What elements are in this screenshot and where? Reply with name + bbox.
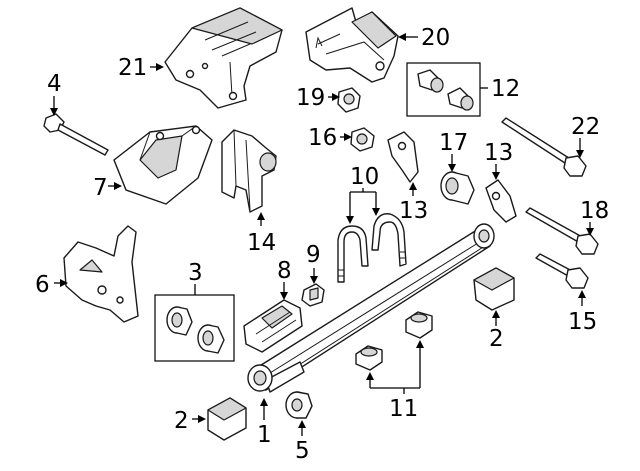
callout-3: 3 [188, 260, 203, 286]
callout-labels: 21 20 4 12 19 16 22 7 17 13 13 10 14 18 … [35, 25, 609, 464]
part-11-spacers [355, 311, 433, 371]
callout-19: 19 [296, 85, 325, 111]
callout-11: 11 [389, 396, 418, 422]
callout-17: 17 [439, 130, 468, 156]
callout-1: 1 [257, 422, 272, 448]
part-22-bolt [501, 117, 587, 177]
part-16-nut [350, 127, 375, 152]
part-1-leaf-spring [247, 223, 495, 393]
callout-2-left: 2 [174, 408, 189, 434]
callout-10: 10 [350, 164, 379, 190]
part-19-nut [337, 87, 361, 113]
part-12-group-box [406, 62, 481, 117]
part-15-bolt [535, 253, 589, 289]
callout-4: 4 [47, 71, 62, 97]
callout-2-right: 2 [489, 326, 504, 352]
part-6-bracket [63, 225, 139, 323]
callout-13-right: 13 [484, 140, 513, 166]
callout-5: 5 [295, 438, 310, 464]
part-2-bumper-right [473, 267, 515, 311]
callout-15: 15 [568, 309, 597, 335]
callout-22: 22 [571, 114, 600, 140]
callout-14: 14 [247, 230, 276, 256]
part-3-group-box [154, 294, 235, 362]
callout-20: 20 [421, 25, 450, 51]
part-10-u-bolts [337, 213, 407, 283]
part-5-bushing [285, 391, 313, 419]
callout-7: 7 [93, 175, 108, 201]
part-14-shackle [221, 129, 277, 213]
part-9-clip [301, 283, 325, 307]
part-12-bushings [417, 69, 474, 111]
part-7-lower-bracket [113, 125, 213, 205]
leader-lines [50, 33, 594, 436]
callout-18: 18 [580, 198, 609, 224]
callout-13-upper: 13 [399, 198, 428, 224]
part-4-bolt [43, 113, 109, 156]
part-2-bumper-left [207, 397, 247, 441]
part-8-spacer [243, 299, 303, 353]
part-17-bumper [440, 171, 475, 205]
part-13-bracket-upper [387, 131, 419, 183]
callout-16: 16 [308, 125, 337, 151]
callout-9: 9 [306, 242, 321, 268]
part-20-frame-bracket [305, 7, 399, 83]
callout-6: 6 [35, 272, 50, 298]
callout-8: 8 [277, 258, 292, 284]
callout-21: 21 [118, 55, 147, 81]
part-3-bushings [166, 306, 225, 354]
part-21-mount-bracket [164, 7, 283, 109]
part-13-bracket-right [485, 179, 517, 223]
callout-12: 12 [491, 76, 520, 102]
